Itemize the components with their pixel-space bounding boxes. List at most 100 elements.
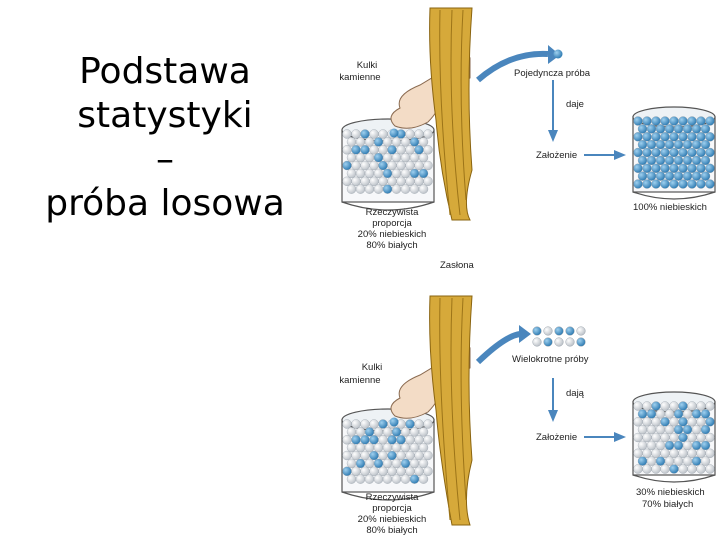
- white-ball: [369, 145, 379, 155]
- white-ball: [655, 424, 666, 435]
- blue-ball: [691, 155, 702, 166]
- white-ball: [696, 432, 706, 443]
- white-ball: [682, 456, 693, 466]
- white-ball: [351, 176, 361, 186]
- white-ball: [660, 464, 670, 474]
- white-ball: [396, 466, 406, 476]
- bottom-actual-2: proporcja: [372, 503, 412, 514]
- sample-white-ball: [554, 337, 564, 347]
- top-single-sample-ball: [553, 49, 563, 59]
- blue-ball: [360, 145, 370, 155]
- blue-ball: [637, 124, 648, 134]
- bottom-result-jar: [632, 391, 716, 483]
- blue-ball: [696, 179, 706, 189]
- blue-ball: [409, 137, 420, 147]
- top-actual-4: 80% białych: [366, 240, 417, 251]
- blue-ball: [678, 179, 688, 189]
- white-ball: [346, 152, 357, 163]
- white-ball: [660, 432, 670, 443]
- white-ball: [405, 176, 415, 186]
- blue-ball: [664, 124, 675, 134]
- blue-ball: [400, 458, 411, 469]
- blue-ball: [691, 124, 702, 134]
- blue-ball: [387, 450, 397, 461]
- bottom-result-2: 70% białych: [642, 499, 693, 510]
- white-ball: [346, 442, 357, 453]
- blue-ball: [673, 440, 684, 451]
- blue-ball: [364, 427, 375, 437]
- blue-ball: [678, 163, 688, 173]
- blue-ball: [673, 409, 684, 419]
- top-assumption-label: Założenie: [536, 150, 577, 161]
- white-ball: [378, 145, 388, 155]
- blue-ball: [637, 409, 648, 419]
- title-line-4: próba losowa: [45, 183, 285, 224]
- blue-ball: [705, 147, 715, 158]
- white-ball: [364, 184, 375, 194]
- blue-ball: [360, 129, 370, 139]
- blue-ball: [387, 145, 397, 155]
- white-ball: [705, 464, 715, 474]
- blue-ball: [669, 132, 679, 142]
- top-sample-arrow: [476, 50, 549, 83]
- blue-ball: [664, 440, 675, 451]
- white-ball: [669, 448, 679, 458]
- white-ball: [342, 450, 352, 461]
- blue-ball: [691, 139, 702, 150]
- blue-ball: [673, 155, 684, 166]
- blue-ball: [409, 474, 420, 484]
- sample-blue-ball: [576, 337, 586, 347]
- top-result-jar: [632, 106, 716, 200]
- white-ball: [378, 466, 388, 476]
- blue-ball: [669, 116, 679, 126]
- white-ball: [355, 474, 366, 484]
- white-ball: [642, 432, 652, 443]
- blue-ball: [691, 171, 702, 181]
- white-ball: [633, 432, 643, 443]
- white-ball: [669, 417, 679, 427]
- blue-ball: [691, 440, 702, 451]
- white-ball: [400, 137, 411, 147]
- white-ball: [423, 145, 433, 155]
- blue-ball: [700, 440, 711, 451]
- blue-ball: [378, 160, 388, 171]
- white-ball: [391, 458, 402, 469]
- white-ball: [660, 448, 670, 458]
- white-ball: [700, 456, 711, 466]
- blue-ball: [687, 163, 697, 173]
- blue-ball: [696, 147, 706, 158]
- bottom-multiple-samples: [532, 326, 586, 347]
- white-ball: [400, 152, 411, 163]
- white-ball: [391, 137, 402, 147]
- blue-ball: [655, 124, 666, 134]
- white-ball: [405, 450, 415, 461]
- title-line-1: Podstawa: [79, 51, 251, 92]
- bottom-picked-ball: [389, 417, 399, 427]
- white-ball: [705, 448, 715, 458]
- white-ball: [409, 442, 420, 453]
- white-ball: [346, 474, 357, 484]
- white-ball: [651, 432, 661, 443]
- blue-ball: [655, 155, 666, 166]
- blue-ball: [678, 417, 688, 427]
- blue-ball: [378, 419, 388, 429]
- sample-blue-ball: [532, 326, 542, 336]
- sample-white-ball: [543, 326, 553, 336]
- white-ball: [409, 458, 420, 469]
- white-ball: [346, 458, 357, 469]
- white-ball: [378, 450, 388, 461]
- blue-ball: [351, 145, 361, 155]
- bottom-assumption-label: Założenie: [536, 432, 577, 443]
- white-ball: [364, 458, 375, 469]
- blue-ball: [655, 171, 666, 181]
- bottom-result-1: 30% niebieskich: [636, 487, 705, 498]
- white-ball: [423, 435, 433, 445]
- blue-ball: [700, 409, 711, 419]
- blue-ball: [696, 132, 706, 142]
- white-ball: [687, 401, 697, 411]
- white-ball: [655, 409, 666, 419]
- white-ball: [346, 427, 357, 437]
- bottom-sample-arrow: [475, 331, 521, 365]
- white-ball: [705, 401, 715, 411]
- white-ball: [673, 456, 684, 466]
